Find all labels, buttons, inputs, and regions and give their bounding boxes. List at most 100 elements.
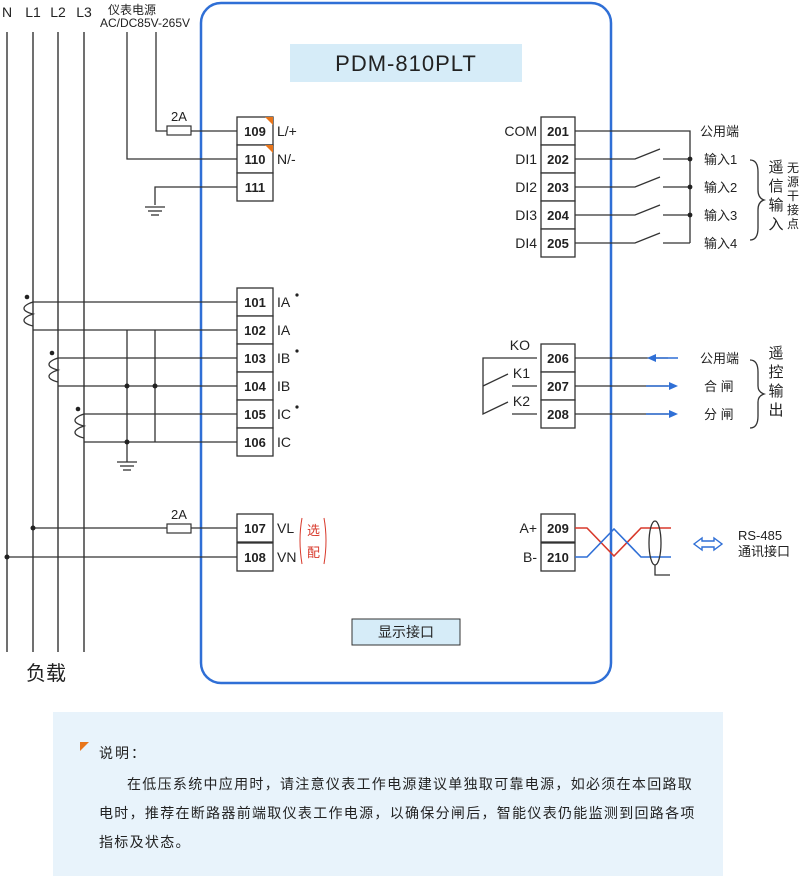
- terminal-number: 206: [547, 351, 569, 366]
- terminal-number: 208: [547, 407, 569, 422]
- note-text: 在低压系统中应用时，请注意仪表工作电源建议单独取可靠电源，如必须在本回路取电时，…: [99, 776, 696, 850]
- rs485-sublabel: 通讯接口: [738, 544, 790, 559]
- terminal-106: [236, 427, 274, 457]
- di-input-3: 输入3: [704, 208, 737, 223]
- terminal-204: [540, 200, 576, 230]
- line-label-l1: L1: [25, 4, 41, 20]
- device-model: PDM-810PLT: [335, 51, 477, 76]
- terminal-label: IA: [277, 294, 291, 310]
- note-marker-icon: [80, 742, 89, 751]
- note-panel: 说明： 在低压系统中应用时，请注意仪表工作电源建议单独取可靠电源，如必须在本回路…: [53, 712, 723, 876]
- power-voltage-label: AC/DC85V-265V: [100, 16, 190, 30]
- voltage-fuse: [166, 523, 192, 534]
- terminal-label: COM: [504, 123, 537, 139]
- di-input-1: 输入1: [704, 152, 737, 167]
- terminal-number: 107: [244, 521, 266, 536]
- terminal-107: [236, 513, 274, 543]
- vertical-label-char: 信: [768, 178, 783, 195]
- terminal-number: 103: [244, 351, 266, 366]
- terminal-209: [540, 513, 576, 543]
- vertical-label-char: 点: [787, 217, 799, 231]
- load-label: 负载: [26, 662, 66, 685]
- terminal-number: 101: [244, 295, 266, 310]
- terminal-number: 111: [245, 180, 265, 195]
- ro-common-label: 公用端: [700, 351, 739, 366]
- terminal-label: K1: [513, 365, 530, 381]
- terminal-number: 207: [547, 379, 569, 394]
- di-input-4: 输入4: [704, 236, 737, 251]
- vertical-label-char: 输: [768, 197, 783, 214]
- terminal-number: 209: [547, 521, 569, 536]
- terminal-number: 204: [547, 208, 569, 223]
- terminal-104: [236, 371, 274, 401]
- relay-arrows: [646, 354, 678, 418]
- power-marker-icon: [265, 117, 273, 125]
- display-port-label: 显示接口: [378, 624, 434, 640]
- vertical-label-char: 源: [787, 175, 799, 189]
- terminal-label: IB: [277, 378, 290, 394]
- terminal-number: 205: [547, 236, 569, 251]
- polarity-dot-icon: [295, 349, 299, 353]
- vertical-label-char: 输: [768, 383, 783, 400]
- terminal-label: DI2: [515, 179, 537, 195]
- power-wiring: [126, 32, 237, 216]
- terminal-label: IC: [277, 434, 291, 450]
- power-marker-icon: [265, 145, 273, 153]
- device-title-bar: [290, 44, 522, 82]
- terminal-number: 210: [547, 550, 569, 565]
- rs485-label: RS-485: [738, 528, 782, 543]
- ct-junction-dots: [24, 294, 158, 445]
- line-label-l2: L2: [50, 4, 66, 20]
- supply-bus: [6, 32, 85, 652]
- vl-junction: [30, 525, 36, 531]
- terminal-label: IA: [277, 322, 291, 338]
- terminal-number: 110: [245, 152, 266, 167]
- right-terminal-block: 201COM202DI1203DI2204DI3205DI4206KO207K1…: [504, 116, 576, 572]
- terminal-label: IC: [277, 406, 291, 422]
- power-fuse-rating: 2A: [171, 109, 187, 124]
- vertical-label-char: 入: [768, 216, 783, 233]
- power-fuse: [166, 125, 192, 136]
- terminal-label: IB: [277, 350, 290, 366]
- terminal-number: 102: [244, 323, 266, 338]
- di-common-label: 公用端: [700, 124, 739, 139]
- di-junction-dots: [687, 156, 693, 218]
- terminal-label: DI3: [515, 207, 537, 223]
- terminal-number: 105: [244, 407, 266, 422]
- wiring-diagram: PDM-810PLT 显示接口 N L1 L2 L3 负载 仪表电源 AC/DC…: [2, 1, 799, 685]
- vertical-label-char: 出: [768, 402, 783, 419]
- di-input-2: 输入2: [704, 180, 737, 195]
- terminal-102: [236, 315, 274, 345]
- terminal-203: [540, 172, 576, 202]
- terminal-111: [236, 172, 274, 202]
- terminal-206: [540, 343, 576, 373]
- vertical-label-char: 干: [787, 189, 799, 203]
- terminal-number: 106: [244, 435, 266, 450]
- optional-label-1: 选: [307, 523, 320, 538]
- device-body: [199, 1, 613, 685]
- terminal-number: 203: [547, 180, 569, 195]
- power-label: 仪表电源: [108, 3, 156, 17]
- terminal-number: 201: [547, 124, 569, 139]
- display-port: [351, 618, 461, 646]
- terminal-label: VN: [277, 549, 296, 565]
- terminal-label: K2: [513, 393, 530, 409]
- terminal-101: [236, 287, 274, 317]
- vn-junction: [4, 554, 10, 560]
- rs485-arrow: [692, 536, 724, 552]
- polarity-dot-icon: [295, 405, 299, 409]
- vertical-label-char: 遥: [768, 345, 783, 362]
- optional-label-2: 配: [307, 545, 320, 560]
- terminal-label: A+: [519, 520, 537, 536]
- terminal-110: [236, 144, 274, 174]
- di-wiring: [575, 130, 767, 244]
- ro-close-label: 合 闸: [704, 379, 734, 394]
- terminal-number: 202: [547, 152, 569, 167]
- terminal-210: [540, 542, 576, 572]
- terminal-205: [540, 228, 576, 258]
- note-heading: 说明：: [99, 745, 147, 761]
- vertical-label-char: 控: [768, 364, 783, 381]
